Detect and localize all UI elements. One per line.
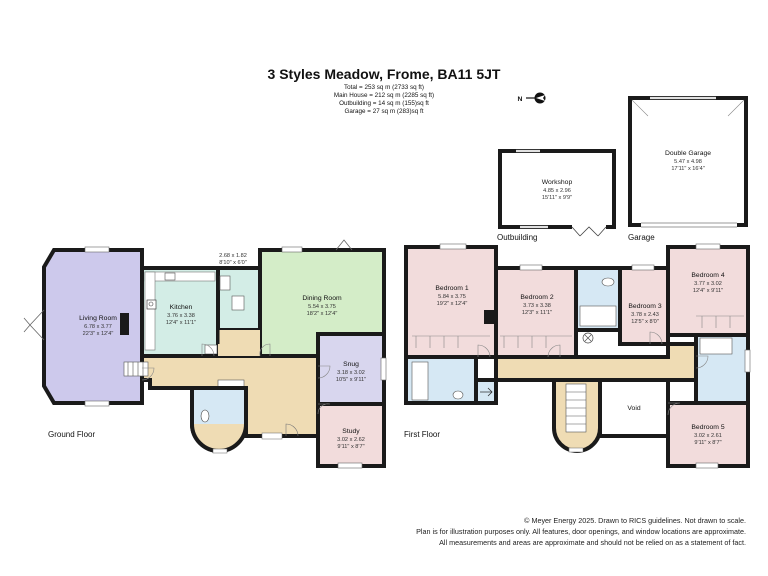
dining-imperial: 18'2" x 12'4": [307, 311, 338, 317]
bedroom-5-imperial: 9'11" x 8'7": [694, 440, 721, 446]
footer-measurements: All measurements and areas are approxima…: [439, 538, 746, 547]
ground-floor-label: Ground Floor: [48, 430, 95, 439]
study-imperial: 9'11" x 8'7": [337, 444, 364, 450]
area-total: Total = 253 sq m (2733 sq ft): [344, 84, 424, 91]
workshop-room: Workshop 4.85 x 2.96 15'11" x 9'9": [498, 149, 616, 237]
bedroom-4-dims: 3.77 x 3.02: [694, 281, 722, 287]
ground-floor-plan: Living Room 6.78 x 3.77 22'3" x 12'4" Ki…: [23, 239, 387, 469]
kitchen-name: Kitchen: [170, 304, 193, 311]
bedroom-1-dims: 5.84 x 3.75: [438, 294, 466, 300]
workshop-name: Workshop: [542, 179, 573, 186]
snug-name: Snug: [343, 361, 359, 368]
void-name: Void: [627, 405, 640, 412]
bedroom-2-dims: 3.73 x 3.38: [523, 303, 551, 309]
living-dims: 6.78 x 3.77: [84, 324, 112, 330]
garage-label: Garage: [628, 233, 655, 242]
utility-imperial: 8'10" x 6'0": [219, 260, 247, 266]
garage-name: Double Garage: [665, 150, 711, 157]
bedroom-3-imperial: 12'5" x 8'0": [631, 319, 659, 325]
footer-disclaimer: Plan is for illustration purposes only. …: [416, 527, 746, 536]
study-name: Study: [342, 428, 360, 435]
first-floor-label: First Floor: [404, 430, 440, 439]
bedroom-2-name: Bedroom 2: [520, 294, 553, 301]
dining-name: Dining Room: [302, 295, 342, 302]
snug-room: [316, 332, 386, 406]
garage-imperial: 17'11" x 16'4": [671, 166, 704, 172]
area-outbuilding: Outbuilding = 14 sq m (155)sq ft: [339, 100, 429, 107]
living-room: [42, 248, 144, 405]
bedroom-1-name: Bedroom 1: [435, 285, 468, 292]
bedroom-2-imperial: 12'3" x 11'1": [522, 310, 552, 316]
study-room: [316, 402, 386, 468]
bedroom-3-dims: 3.78 x 2.43: [631, 312, 659, 318]
footer-copyright: © Meyer Energy 2025. Drawn to RICS guide…: [524, 516, 746, 525]
bedroom-3-name: Bedroom 3: [628, 303, 661, 310]
living-imperial: 22'3" x 12'4": [83, 331, 114, 337]
kitchen-dims: 3.76 x 3.38: [167, 313, 195, 319]
living-name: Living Room: [79, 315, 117, 322]
area-main-house: Main House = 212 sq m (2285 sq ft): [333, 92, 435, 99]
garage-dims: 5.47 x 4.98: [674, 159, 702, 165]
bedroom-5-name: Bedroom 5: [691, 424, 724, 431]
bedroom-4-name: Bedroom 4: [691, 272, 724, 279]
outbuilding-label: Outbuilding: [497, 233, 537, 242]
north-arrow-icon: N: [518, 92, 546, 104]
bedroom-3-room: [618, 266, 670, 346]
bedroom-4-imperial: 12'4" x 9'11": [693, 288, 723, 294]
north-label: N: [518, 96, 523, 103]
bedroom-5-dims: 3.02 x 2.61: [694, 433, 722, 439]
first-floor-plan: Bedroom 1 5.84 x 3.75 19'2" x 12'4" Bedr…: [404, 243, 751, 469]
bedroom-5-room: [666, 401, 750, 468]
utility-dims: 2.68 x 1.82: [219, 253, 247, 259]
workshop-imperial: 15'11" x 9'9": [542, 195, 572, 201]
garage-room: Double Garage 5.47 x 4.98 17'11" x 16'4": [628, 96, 748, 228]
plan-title: 3 Styles Meadow, Frome, BA11 5JT: [267, 66, 501, 82]
snug-imperial: 10'5" x 9'11": [336, 377, 366, 383]
bedroom-1-imperial: 19'2" x 12'4": [437, 301, 468, 307]
kitchen-imperial: 12'4" x 11'1": [166, 320, 196, 326]
study-dims: 3.02 x 2.62: [337, 437, 365, 443]
dining-dims: 5.54 x 3.75: [308, 304, 336, 310]
snug-dims: 3.18 x 3.02: [337, 370, 365, 376]
area-garage: Garage = 27 sq m (283)sq ft: [344, 108, 424, 115]
workshop-dims: 4.85 x 2.96: [543, 188, 571, 194]
